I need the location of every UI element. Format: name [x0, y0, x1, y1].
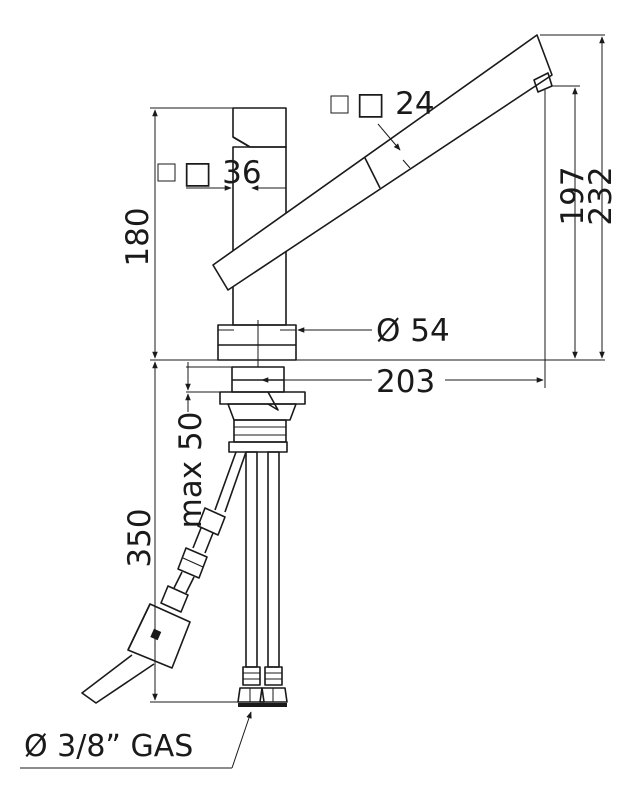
body-height-label: 180	[120, 207, 156, 266]
connection-label: Ø 3/8” GAS	[24, 729, 193, 764]
spout-height-outer-label: 232	[583, 166, 619, 225]
body-section-label: □ 36	[183, 155, 262, 191]
base-diameter-label: Ø 54	[376, 313, 450, 349]
dim-spout-section: □ 24	[330, 86, 435, 169]
dim-hose-length: 350	[122, 361, 240, 703]
max-deck-label: max 50	[173, 412, 209, 529]
spout-height-inner-label: 197	[555, 166, 591, 225]
spout-section-label: □ 24	[356, 86, 435, 122]
spout	[212, 34, 553, 291]
dim-max-deck: max 50	[173, 362, 232, 528]
hose-length-label: 350	[122, 508, 158, 567]
mounting-assembly	[219, 366, 306, 453]
dim-spout-reach: 203	[261, 90, 546, 400]
dim-connection: Ø 3/8” GAS	[20, 711, 252, 769]
dim-body-section: □ 36	[157, 155, 286, 191]
dim-spout-heights: 197 232	[155, 34, 619, 361]
hose-fitting-right	[259, 666, 288, 707]
dim-body-height: 180	[120, 107, 233, 361]
pull-out-hose	[81, 451, 247, 704]
spout-reach-label: 203	[376, 364, 435, 400]
hoses	[81, 451, 288, 707]
dim-base-diameter: Ø 54	[218, 313, 450, 367]
